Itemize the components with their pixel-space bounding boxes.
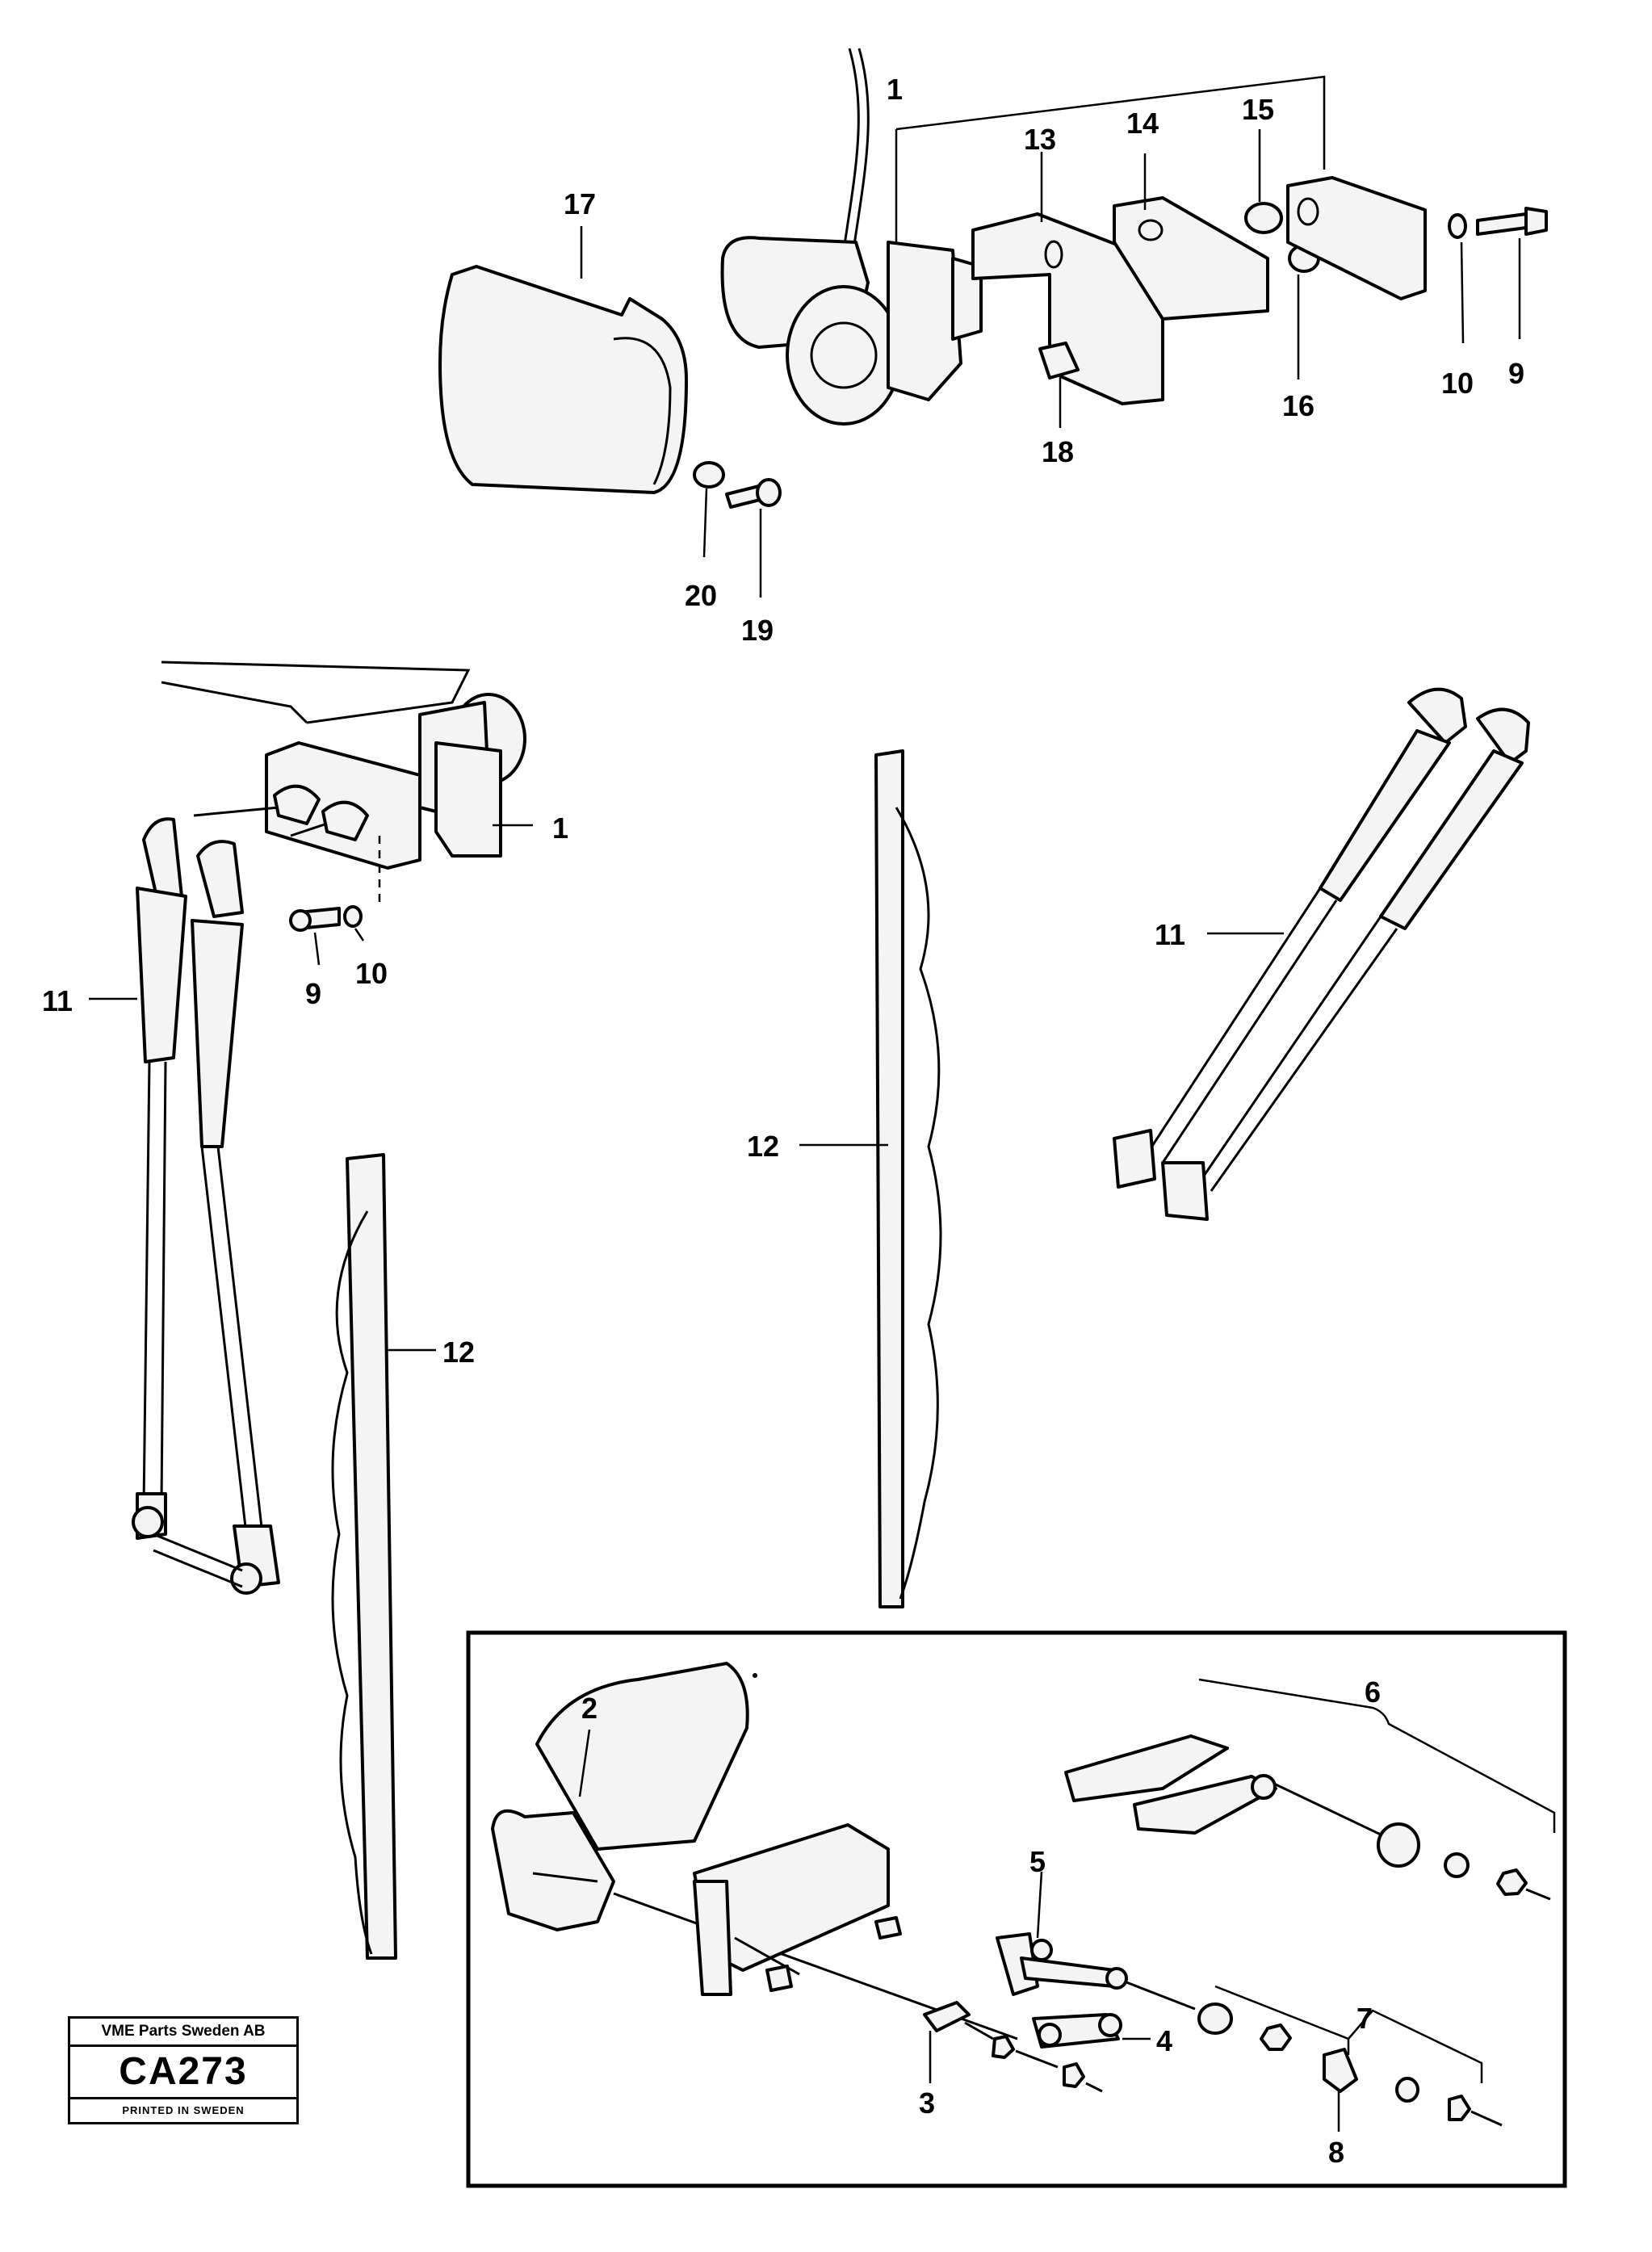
label-box-6: 6: [1365, 1675, 1381, 1709]
stamp-company: VME Parts Sweden AB: [70, 2019, 296, 2047]
publisher-stamp: VME Parts Sweden AB CA273 PRINTED IN SWE…: [68, 2016, 299, 2124]
label-top-18: 18: [1042, 435, 1074, 468]
label-top-13: 13: [1024, 123, 1056, 156]
label-left-11: 11: [42, 984, 73, 1017]
label-right-11: 11: [1155, 918, 1185, 951]
wiper-blade-centre: [799, 749, 942, 1608]
label-box-7: 7: [1356, 2002, 1373, 2035]
stamp-code: CA273: [70, 2047, 296, 2099]
label-box-2: 2: [581, 1692, 597, 1725]
label-left-9: 9: [305, 977, 321, 1010]
label-top-9: 9: [1508, 357, 1524, 390]
label-top-1: 1: [887, 73, 903, 106]
label-box-3: 3: [919, 2086, 935, 2120]
label-box-5: 5: [1029, 1845, 1046, 1878]
wiper-motor-exploded-top: [438, 48, 1548, 598]
wiper-installation-left: [89, 661, 533, 1960]
inset-box: [466, 1630, 1567, 2188]
label-left-12: 12: [442, 1336, 475, 1369]
label-top-17: 17: [564, 187, 596, 220]
label-left-10: 10: [355, 957, 388, 990]
label-top-19: 19: [741, 614, 774, 647]
label-box-8: 8: [1328, 2136, 1344, 2169]
stamp-printed: PRINTED IN SWEDEN: [122, 2104, 245, 2116]
wiper-arm-right: [1113, 687, 1530, 1221]
label-mid-12: 12: [747, 1130, 779, 1163]
label-top-14: 14: [1126, 107, 1159, 140]
label-box-4: 4: [1156, 2024, 1172, 2057]
label-top-16: 16: [1282, 389, 1314, 422]
label-top-15: 15: [1242, 93, 1274, 126]
label-top-20: 20: [685, 579, 717, 612]
label-top-10: 10: [1441, 367, 1474, 400]
label-left-1: 1: [552, 811, 568, 845]
